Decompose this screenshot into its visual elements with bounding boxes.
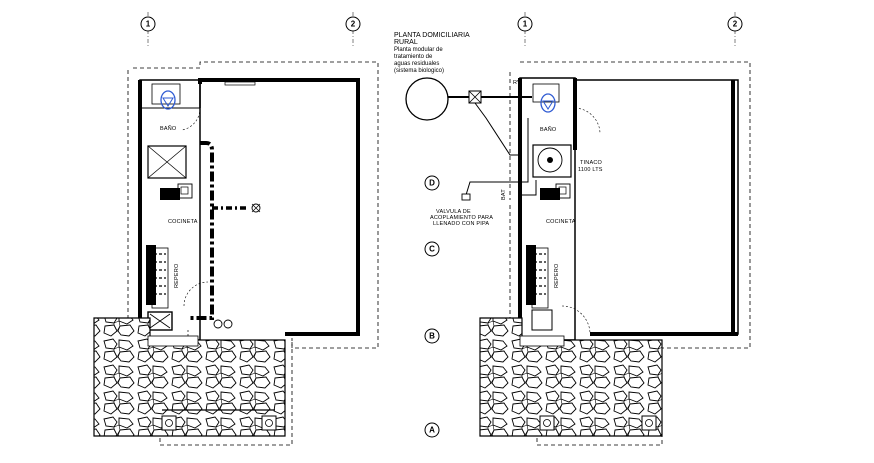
entry-step bbox=[519, 335, 565, 347]
lot-boundary-left bbox=[133, 61, 379, 349]
label-tinaco-capacity: 1100 LTS bbox=[578, 167, 603, 173]
lot-boundary-bottom bbox=[159, 340, 293, 446]
grid-label: D bbox=[429, 179, 435, 188]
door-swing bbox=[574, 107, 601, 134]
bathroom-right: BAÑO bbox=[532, 83, 601, 134]
stone-patio-right bbox=[479, 317, 663, 437]
grid-label: 1 bbox=[146, 20, 151, 29]
title-line-2: RURAL bbox=[394, 39, 418, 46]
door-swing bbox=[181, 107, 201, 131]
room-label-repero: REPERO bbox=[554, 263, 560, 288]
grid-label: B bbox=[429, 332, 435, 341]
cleanout-icon bbox=[213, 319, 223, 329]
sink-box bbox=[531, 309, 553, 331]
grid-bubble-2-right: 2 bbox=[727, 16, 743, 32]
right-floor-plan: RV BAÑO TINACO 1100 LTS VALVULA DE ACOPL… bbox=[405, 61, 751, 446]
grid-axis-bubbles-top: 1 2 1 2 bbox=[140, 12, 743, 48]
lot-boundary-bottom bbox=[536, 340, 663, 446]
stove-right bbox=[540, 183, 571, 200]
stove-left bbox=[160, 183, 193, 200]
coupling-valve-icon bbox=[461, 193, 471, 201]
grid-bubble-b: B bbox=[424, 328, 440, 344]
label-valvula-1: VALVULA DE bbox=[436, 209, 471, 215]
toilet-seat-icon bbox=[542, 100, 554, 110]
main-room-walls-right bbox=[575, 79, 739, 335]
title-line-1: PLANTA DOMICILIARIA bbox=[394, 32, 470, 39]
door-swing bbox=[183, 281, 209, 307]
registry-box bbox=[641, 415, 657, 431]
registry-box bbox=[161, 415, 177, 431]
toilet-cistern bbox=[151, 83, 181, 105]
valve-cross bbox=[251, 203, 261, 213]
room-label-repero: REPERO bbox=[174, 263, 180, 288]
grid-label: 1 bbox=[523, 20, 528, 29]
title-line-6: (sistema biologico) bbox=[394, 68, 444, 74]
toilet-bowl-icon bbox=[540, 93, 556, 113]
stone-patio-left bbox=[93, 317, 286, 437]
registry-box bbox=[261, 415, 277, 431]
entry-step bbox=[147, 335, 199, 347]
grid-bubble-2-left: 2 bbox=[345, 16, 361, 32]
vent-pipe bbox=[474, 102, 520, 156]
grid-bubble-1-left: 1 bbox=[140, 16, 156, 32]
grid-bubble-a: A bbox=[424, 422, 440, 438]
left-floor-plan: BAÑO COCINETA REPERO bbox=[93, 61, 379, 446]
room-label-cocineta: COCINETA bbox=[168, 219, 198, 225]
tank-icon bbox=[537, 147, 563, 173]
grid-bubble-1-right: 1 bbox=[517, 16, 533, 32]
grid-axis-bubbles-side: D C B A bbox=[424, 175, 440, 438]
lot-boundary-right bbox=[520, 61, 751, 349]
bathroom-left: BAÑO bbox=[151, 83, 201, 132]
water-tank-right: TINACO 1100 LTS bbox=[532, 144, 603, 178]
room-label-bano: BAÑO bbox=[160, 125, 177, 132]
grid-bubble-d: D bbox=[424, 175, 440, 191]
pantry-left: REPERO bbox=[146, 245, 180, 309]
title-line-4: tratamiento de bbox=[394, 54, 433, 60]
label-rv: RV bbox=[513, 80, 521, 86]
label-bat: BAT bbox=[501, 189, 507, 200]
room-label-bano: BAÑO bbox=[540, 126, 557, 133]
drawing-title-block: PLANTA DOMICILIARIA RURAL Planta modular… bbox=[394, 32, 470, 74]
toilet-bowl-icon bbox=[160, 90, 176, 110]
main-room-walls-left bbox=[198, 78, 360, 336]
label-valvula-2: ACOPLAMIENTO PARA bbox=[430, 215, 493, 221]
toilet-seat-icon bbox=[162, 97, 174, 107]
title-line-5: aguas residuales bbox=[394, 61, 439, 67]
window-left bbox=[224, 81, 256, 86]
cleanout-icon bbox=[223, 319, 233, 329]
grid-label: C bbox=[429, 245, 435, 254]
grid-label: 2 bbox=[351, 20, 356, 29]
shower-left bbox=[147, 145, 187, 179]
room-label-cocineta: COCINETA bbox=[546, 219, 576, 225]
pantry-right: REPERO bbox=[526, 245, 560, 309]
label-valvula-3: LLENADO CON PIPA bbox=[433, 221, 489, 227]
grid-bubble-c: C bbox=[424, 241, 440, 257]
toilet-cistern bbox=[532, 83, 560, 103]
drain-pipe-left bbox=[188, 141, 214, 320]
grid-label: 2 bbox=[733, 20, 738, 29]
treatment-plant-icon bbox=[405, 77, 449, 121]
door-swing bbox=[561, 305, 591, 335]
valve-icon bbox=[251, 203, 261, 213]
registry-box bbox=[539, 415, 555, 431]
grid-label: A bbox=[429, 426, 435, 435]
label-tinaco: TINACO bbox=[580, 160, 603, 166]
supply-pipe bbox=[465, 118, 529, 196]
title-line-3: Planta modular de bbox=[394, 47, 443, 53]
